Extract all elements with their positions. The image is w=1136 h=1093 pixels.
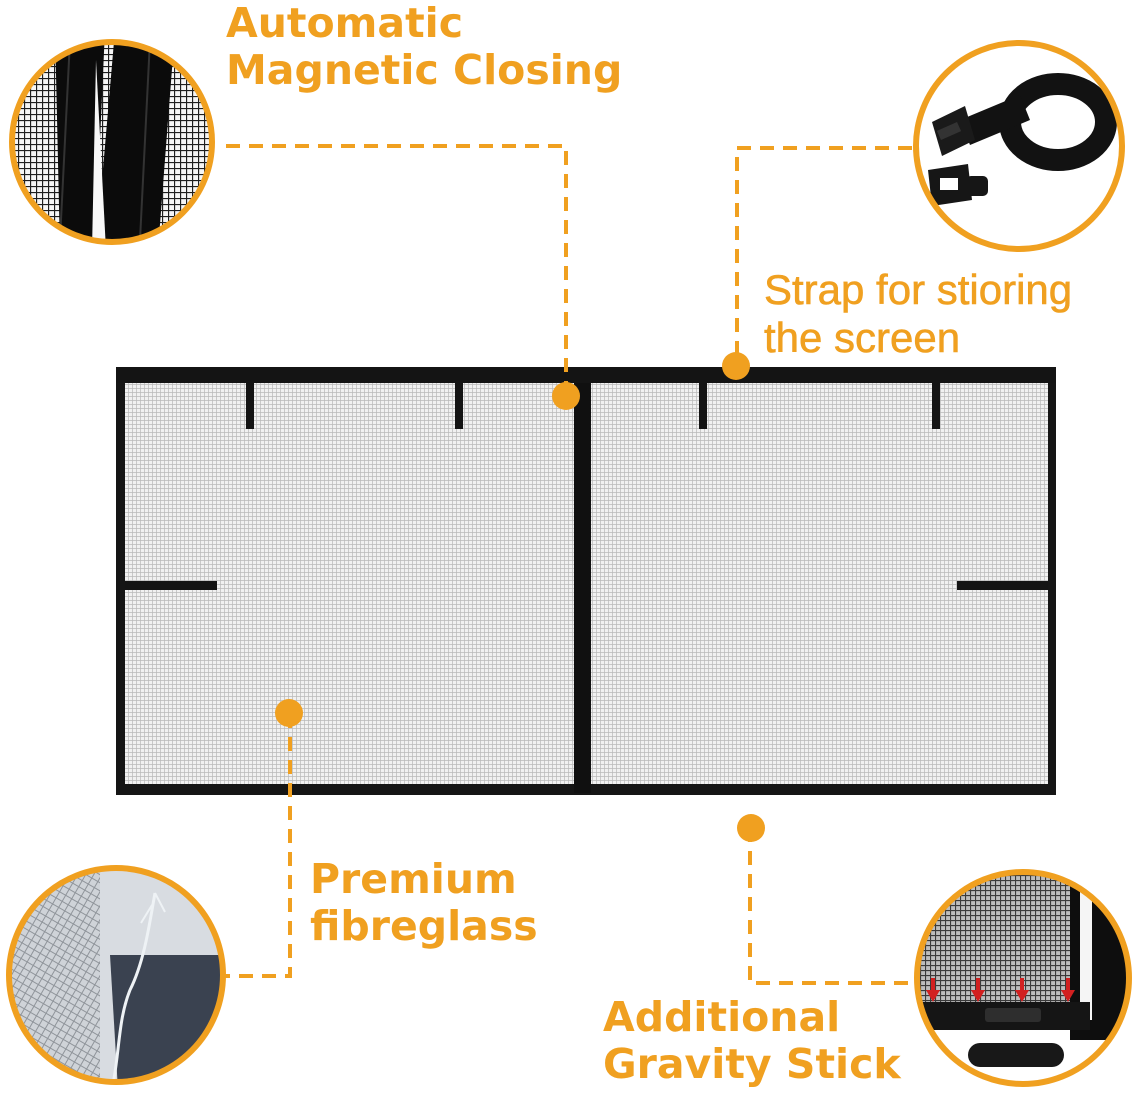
strap-line1: Strap for stioring	[764, 266, 1073, 314]
magnetic-closing-line1: Automatic	[226, 0, 464, 47]
fibreglass-dot	[275, 699, 303, 727]
strap-line2: the screen	[764, 313, 961, 362]
gravity-stick-label: Additional Gravity Stick	[603, 994, 901, 1087]
screen-door	[116, 367, 1056, 795]
fibreglass-line1: Premium	[310, 855, 517, 903]
strap-dot	[722, 352, 750, 380]
magnetic-seam	[574, 375, 591, 793]
gravity-stick-dot	[737, 814, 765, 842]
fibreglass-detail	[6, 865, 226, 1085]
fibreglass-line2: fibreglass	[310, 901, 538, 950]
strap-detail	[913, 40, 1125, 252]
magnetic-closing-label: Automatic Magnetic Closing	[226, 0, 622, 93]
gravity-stick-line2: Gravity Stick	[603, 1039, 901, 1088]
gravity-stick-line1: Additional	[603, 993, 841, 1041]
magnetic-closing-line2: Magnetic Closing	[226, 45, 623, 94]
top-frame	[116, 367, 1056, 383]
strap-label: Strap for stioring the screen	[764, 266, 1073, 362]
callout-dots	[275, 352, 765, 842]
magnetic-closing-dot	[552, 382, 580, 410]
callout-lines	[222, 144, 916, 985]
gravity-stick-detail	[914, 869, 1132, 1087]
magnetic-closing-detail	[9, 39, 215, 245]
fibreglass-label: Premium fibreglass	[310, 856, 538, 949]
